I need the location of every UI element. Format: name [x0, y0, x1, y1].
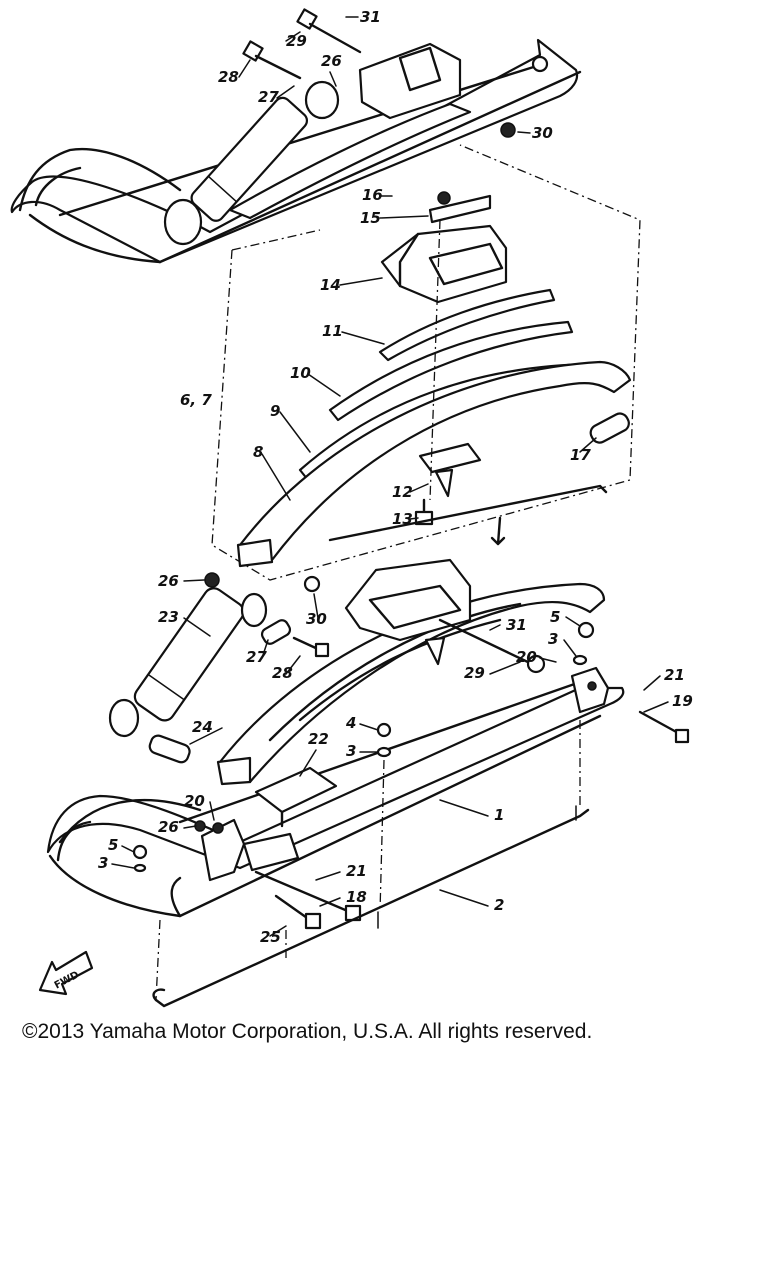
part-callout-c12: 12 [392, 483, 413, 501]
part-callout-c23: 23 [158, 608, 179, 626]
part-callout-c28a: 28 [218, 68, 239, 86]
part-callout-c15: 15 [360, 209, 381, 227]
part-callout-c18: 18 [346, 888, 367, 906]
part-callout-c27b: 27 [246, 648, 267, 666]
part-callout-c20b: 20 [184, 792, 205, 810]
part-callout-c11: 11 [322, 322, 343, 340]
part-callout-c9: 9 [270, 402, 280, 420]
part-callout-c25: 25 [260, 928, 281, 946]
part-callout-c14: 14 [320, 276, 341, 294]
part-callout-c26b: 26 [158, 572, 179, 590]
part-callout-c28b: 28 [272, 664, 293, 682]
part-callout-c26a: 26 [321, 52, 342, 70]
part-callout-c27a: 27 [258, 88, 279, 106]
part-callout-c31b: 31 [506, 616, 527, 634]
part-callout-c67: 6, 7 [180, 391, 212, 409]
part-callout-c3c: 3 [98, 854, 108, 872]
part-callout-c4: 4 [345, 714, 356, 732]
part-callout-c5b: 5 [108, 836, 118, 854]
part-callout-c3b: 3 [346, 742, 356, 760]
part-callout-c30a: 30 [532, 124, 553, 142]
part-callout-c17: 17 [570, 446, 591, 464]
part-callout-c20a: 20 [516, 648, 537, 666]
forward-direction-arrow: FWD [38, 950, 94, 996]
bottom-ski-assembly: FWD [38, 558, 690, 1008]
part-callout-c13: 13 [392, 510, 413, 528]
bottom-leader-lines [111, 579, 669, 937]
part-callout-c26c: 26 [158, 818, 179, 836]
part-callout-c24: 24 [192, 718, 213, 736]
part-callout-c2: 2 [494, 896, 504, 914]
top-leader-lines [238, 16, 359, 99]
part-callout-c19: 19 [672, 692, 693, 710]
part-callout-c22: 22 [308, 730, 329, 748]
part-callout-c21a: 21 [664, 666, 685, 684]
leaf-spring-stack [236, 191, 632, 568]
exploded-view-boundary [211, 144, 641, 581]
part-callout-c30b: 30 [306, 610, 327, 628]
part-callout-c8: 8 [253, 443, 263, 461]
part-callout-c5a: 5 [550, 608, 560, 626]
copyright-notice: ©2013 Yamaha Motor Corporation, U.S.A. A… [22, 1020, 593, 1043]
part-callout-c29b: 29 [464, 664, 485, 682]
part-callout-c10: 10 [290, 364, 311, 382]
part-callout-c29a: 29 [286, 32, 307, 50]
part-callout-c3a: 3 [548, 630, 558, 648]
top-ski-assembly [10, 8, 582, 264]
part-callout-c1: 1 [494, 806, 504, 824]
part-callout-c21b: 21 [346, 862, 367, 880]
part-callout-c16: 16 [362, 186, 383, 204]
mid-leader-lines [261, 195, 597, 520]
part-callout-c31a: 31 [360, 8, 381, 26]
